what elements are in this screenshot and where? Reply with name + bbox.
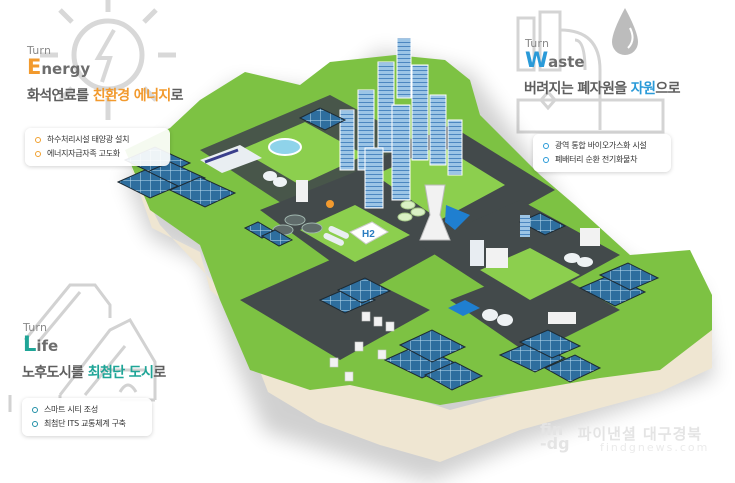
waste-title: Waste <box>525 50 585 71</box>
energy-headline: 화석연료를 친환경 에너지로 <box>27 88 184 104</box>
bullet-circle-icon <box>543 143 549 149</box>
energy-bullet-list: 하수처리시설 태양광 설치 에너지자급자족 고도화 <box>25 128 170 166</box>
energy-bullet: 에너지자급자족 고도화 <box>35 147 160 161</box>
cooling-tower <box>419 184 451 241</box>
life-title-cap: L <box>23 332 37 356</box>
life-bullet-list: 스마트 시티 조성 최첨단 ITS 교통체계 구축 <box>22 398 152 436</box>
waste-headline-highlight: 자원 <box>630 81 656 97</box>
hydrogen-label: H2 <box>362 229 375 240</box>
life-headline-highlight: 최첨단 도시 <box>87 365 154 381</box>
waste-panel: Turn Waste <box>525 38 585 71</box>
hydrogen-station-canopy <box>349 221 389 245</box>
hydrogen-tanks <box>323 225 349 246</box>
life-bullet: 최첨단 ITS 교통체계 구축 <box>32 417 142 431</box>
sun-lightning-icon <box>40 0 176 120</box>
bullet-circle-icon <box>35 137 41 143</box>
skyscrapers <box>339 37 463 209</box>
wastewater-plant <box>200 145 334 236</box>
energy-panel: Turn Energy <box>27 45 90 78</box>
energy-title-cap: E <box>27 55 42 79</box>
waste-bullet-list: 광역 통합 바이오가스화 시설 폐배터리 순환 전기화물차 <box>533 134 671 172</box>
lagoon <box>445 205 470 230</box>
recycle-water-drop-icon <box>516 10 665 134</box>
park-pond <box>268 138 302 156</box>
waste-turn-label: Turn <box>525 37 550 50</box>
waste-bullet: 폐배터리 순환 전기화물차 <box>543 153 661 167</box>
energy-title-rest: nergy <box>41 60 91 78</box>
energy-title: Energy <box>27 57 90 78</box>
house-outline-icon <box>8 283 157 412</box>
life-panel: Turn Life <box>23 322 58 355</box>
watermark-logo: fin -dg <box>540 420 570 453</box>
energy-bullet: 하수처리시설 태양광 설치 <box>35 133 160 147</box>
waste-bullet: 광역 통합 바이오가스화 시설 <box>543 139 661 153</box>
waste-title-cap: W <box>525 48 549 72</box>
bio-gas-facilities <box>448 215 600 326</box>
bullet-circle-icon <box>32 421 38 427</box>
bullet-circle-icon <box>35 151 41 157</box>
life-turn-label: Turn <box>23 321 48 334</box>
energy-turn-label: Turn <box>27 44 52 57</box>
water-drop-icon <box>612 8 638 55</box>
life-title-rest: ife <box>36 337 59 355</box>
land-cliff <box>130 165 712 462</box>
energy-headline-highlight: 친환경 에너지 <box>92 88 172 104</box>
life-headline: 노후도시를 최첨단 도시로 <box>22 365 166 381</box>
watermark-url: findgnews.com <box>600 441 710 454</box>
life-title: Life <box>23 334 58 355</box>
bullet-circle-icon <box>543 157 549 163</box>
life-bullet: 스마트 시티 조성 <box>32 403 142 417</box>
waste-headline: 버려지는 폐자원을 자원으로 <box>524 81 681 97</box>
watermark-name: 파이낸셜 대구경북 <box>577 425 703 443</box>
storage-tanks <box>397 200 426 222</box>
bullet-circle-icon <box>32 407 38 413</box>
residential-houses <box>329 311 395 382</box>
waste-title-rest: aste <box>548 53 585 71</box>
watermark: fin -dg 파이낸셜 대구경북 findgnews.com <box>540 420 707 455</box>
